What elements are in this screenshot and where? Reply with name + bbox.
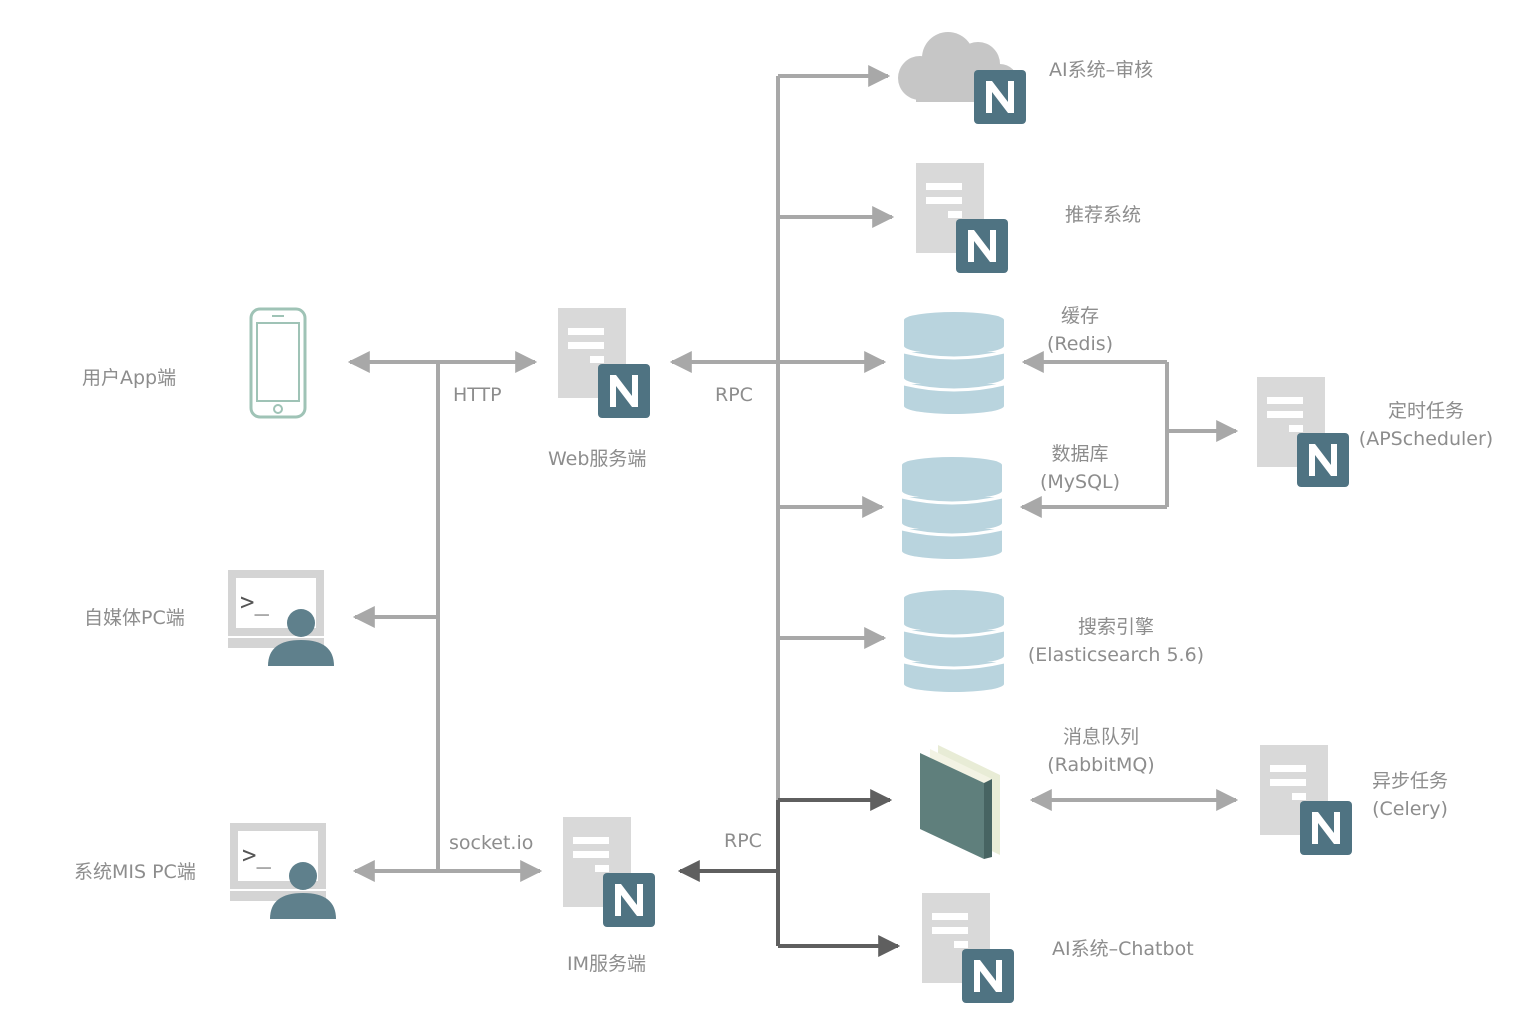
im-server-icon xyxy=(563,817,655,927)
rpc-im-label: RPC xyxy=(724,830,762,852)
mysql-database-icon xyxy=(901,457,1003,559)
socketio-protocol-label: socket.io xyxy=(449,832,534,854)
terminal-prompt: >_ xyxy=(240,588,269,616)
terminal-prompt: >_ xyxy=(242,841,271,869)
redis-database-icon xyxy=(903,312,1005,414)
celery-name: 异步任务 xyxy=(1371,770,1448,792)
elasticsearch-database-icon xyxy=(903,590,1005,692)
media-pc-terminal-icon: >_ xyxy=(228,570,334,666)
db-label: 数据库 (MySQL) xyxy=(1020,440,1140,496)
search-name: 搜索引擎 xyxy=(1077,616,1154,638)
scheduler-label: 定时任务 (APScheduler) xyxy=(1356,397,1496,453)
mq-name: 消息队列 xyxy=(1062,726,1139,748)
connectors xyxy=(347,65,1239,957)
recommend-label: 推荐系统 xyxy=(1065,204,1142,226)
rpc-web-label: RPC xyxy=(715,384,753,406)
client-mis-pc-label: 系统MIS PC端 xyxy=(74,861,196,883)
scheduler-tech: (APScheduler) xyxy=(1358,428,1494,450)
message-queue-book-icon xyxy=(920,745,1000,859)
scheduler-server-icon xyxy=(1257,377,1349,487)
celery-tech: (Celery) xyxy=(1372,798,1448,820)
ai-chatbot-label: AI系统–Chatbot xyxy=(1052,938,1194,960)
cache-tech: (Redis) xyxy=(1046,333,1114,355)
chatbot-server-icon xyxy=(922,893,1014,1003)
cache-name: 缓存 xyxy=(1060,305,1099,327)
cache-label: 缓存 (Redis) xyxy=(1030,302,1130,358)
ai-review-label: AI系统–审核 xyxy=(1049,59,1154,81)
mq-label: 消息队列 (RabbitMQ) xyxy=(1036,723,1166,779)
mis-pc-terminal-icon: >_ xyxy=(230,823,336,919)
http-protocol-label: HTTP xyxy=(453,384,502,406)
search-tech: (Elasticsearch 5.6) xyxy=(1027,644,1205,666)
web-server-label: Web服务端 xyxy=(548,448,647,470)
celery-server-icon xyxy=(1260,745,1352,855)
db-name: 数据库 xyxy=(1051,443,1109,465)
celery-label: 异步任务 (Celery) xyxy=(1360,767,1460,823)
search-label: 搜索引擎 (Elasticsearch 5.6) xyxy=(1016,613,1216,669)
web-server-icon xyxy=(558,308,650,418)
mq-tech: (RabbitMQ) xyxy=(1047,754,1155,776)
client-app-label: 用户App端 xyxy=(82,367,177,389)
scheduler-name: 定时任务 xyxy=(1387,400,1464,422)
im-server-label: IM服务端 xyxy=(567,953,646,975)
phone-icon xyxy=(249,307,307,419)
recommend-server-icon xyxy=(916,163,1008,273)
db-tech: (MySQL) xyxy=(1039,471,1121,493)
client-media-pc-label: 自媒体PC端 xyxy=(84,607,185,629)
cloud-icon xyxy=(898,32,1026,124)
